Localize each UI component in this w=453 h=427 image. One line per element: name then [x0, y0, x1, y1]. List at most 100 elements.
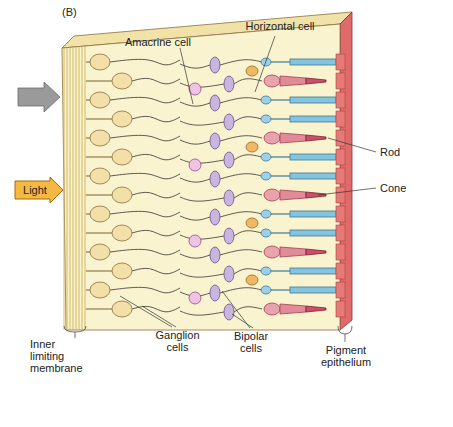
pigment-cell	[336, 206, 345, 222]
synapse-fiber	[220, 212, 262, 217]
pigment-cell	[336, 54, 345, 70]
pigment-cell	[336, 225, 345, 241]
axon	[86, 309, 112, 310]
limiting-membrane-fiber	[64, 48, 65, 330]
rod-fiber	[271, 118, 290, 119]
bipolar-cell	[210, 247, 220, 263]
rod-fiber	[271, 289, 290, 290]
axon	[86, 138, 90, 139]
pigment-cell	[336, 244, 345, 260]
axon	[86, 100, 90, 101]
synapse-fiber	[220, 174, 262, 179]
pigment-cell	[336, 282, 345, 298]
part-label: Inner limiting membrane	[30, 338, 90, 374]
ganglion-cell	[112, 73, 132, 89]
dendrite	[132, 154, 180, 160]
rod-body	[261, 96, 271, 104]
limiting-membrane-fiber	[70, 47, 71, 330]
part-label: Cone	[380, 182, 420, 194]
cone-body	[264, 75, 280, 87]
dendrite	[110, 211, 180, 217]
synapse-fiber	[234, 193, 262, 198]
synapse-fiber	[220, 98, 262, 103]
cone-inner-segment	[280, 133, 306, 143]
synapse-fiber	[180, 254, 210, 258]
horizontal-cell	[246, 142, 258, 152]
pigment-cell	[336, 73, 345, 89]
synapse-fiber	[180, 159, 224, 163]
axon	[86, 233, 112, 234]
rod-body	[261, 267, 271, 275]
dendrite	[110, 249, 180, 255]
cone-inner-segment	[280, 247, 306, 257]
dendrite	[110, 135, 180, 141]
axon	[86, 290, 90, 291]
limiting-membrane-fiber	[76, 47, 77, 330]
axon	[86, 62, 90, 63]
horizontal-cell	[246, 66, 258, 76]
amacrine-cell	[189, 292, 201, 304]
arrow-shape	[15, 177, 63, 203]
axon	[86, 271, 112, 272]
limiting-membrane-fiber	[82, 46, 83, 330]
cone-inner-segment	[280, 190, 306, 200]
synapse-fiber	[180, 178, 210, 182]
dendrite	[110, 59, 180, 65]
rod-outer-segment	[290, 268, 336, 274]
horizontal-cell	[246, 218, 258, 228]
dendrite	[110, 97, 180, 103]
synapse-fiber	[220, 136, 262, 141]
synapse-fiber	[180, 311, 224, 315]
ganglion-cell	[90, 244, 110, 260]
panel-label: (B)	[62, 6, 92, 18]
limiting-membrane-fiber	[67, 48, 68, 330]
bipolar-cell	[224, 114, 234, 130]
ganglion-cell	[112, 149, 132, 165]
dendrite	[110, 173, 180, 179]
part-label: Amacrine cell	[118, 36, 198, 48]
amacrine-cell	[189, 235, 201, 247]
rod-fiber	[271, 61, 290, 62]
synapse-fiber	[234, 307, 262, 312]
ganglion-cell	[112, 111, 132, 127]
dendrite	[132, 268, 180, 274]
cone-outer-segment	[306, 135, 326, 141]
axon	[86, 157, 112, 158]
synapse-fiber	[234, 231, 262, 236]
pigment-cell	[336, 263, 345, 279]
synapse-fiber	[180, 140, 210, 144]
cone-body	[264, 246, 280, 258]
rod-body	[261, 286, 271, 294]
pigment-cell	[336, 111, 345, 127]
synapse-fiber	[180, 102, 210, 106]
bipolar-cell	[210, 209, 220, 225]
leader-line	[180, 48, 193, 104]
dendrite	[110, 287, 180, 293]
axon	[86, 176, 90, 177]
ganglion-cell	[112, 263, 132, 279]
bipolar-cell	[210, 133, 220, 149]
dendrite	[132, 192, 180, 198]
ganglion-cell	[90, 92, 110, 108]
leader-line	[222, 291, 250, 328]
ganglion-cell	[90, 168, 110, 184]
synapse-fiber	[180, 121, 224, 125]
leader-line	[232, 314, 253, 328]
leader-line	[120, 296, 172, 327]
pigment-cell	[336, 301, 345, 317]
bipolar-cell	[224, 228, 234, 244]
rod-fiber	[271, 232, 290, 233]
ganglion-cell	[112, 301, 132, 317]
part-label: Ganglion cells	[150, 329, 205, 353]
rod-body	[261, 115, 271, 123]
bipolar-cell	[224, 76, 234, 92]
pigment-cell	[336, 149, 345, 165]
pigment-cell	[336, 92, 345, 108]
bipolar-cell	[210, 57, 220, 73]
pigment-cell	[336, 168, 345, 184]
synapse-fiber	[180, 83, 224, 87]
bipolar-cell	[224, 304, 234, 320]
arrow-label: Light	[14, 176, 64, 204]
cone-inner-segment	[280, 76, 306, 86]
cone-body	[264, 189, 280, 201]
